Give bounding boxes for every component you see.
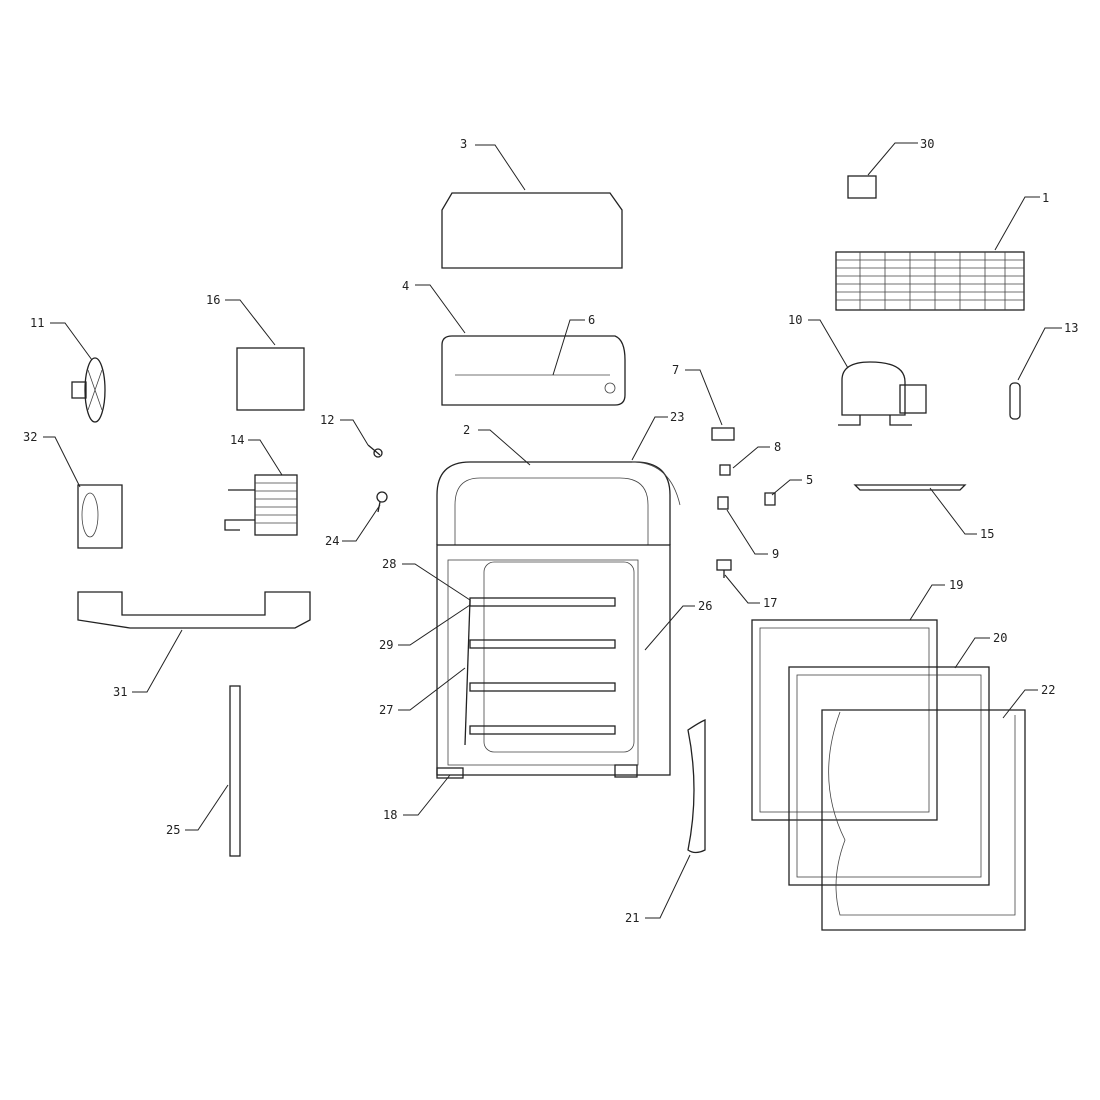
part-18-hinge	[436, 764, 638, 779]
part-2-cabinet-frame	[436, 461, 681, 776]
callout-17: 17	[763, 596, 777, 610]
callout-20: 20	[993, 631, 1007, 645]
callout-27: 27	[379, 703, 393, 717]
part-5-bracket	[764, 492, 776, 506]
part-4-control-panel	[441, 335, 626, 406]
callout-16: 16	[206, 293, 220, 307]
part-17-lamp	[716, 559, 732, 578]
part-9-bracket	[717, 496, 729, 510]
part-16-panel	[236, 347, 305, 411]
callout-29: 29	[379, 638, 393, 652]
callout-8: 8	[774, 440, 781, 454]
callout-14: 14	[230, 433, 244, 447]
callout-3: 3	[460, 137, 467, 151]
part-8-clip	[719, 464, 731, 476]
part-1-wire-condenser	[835, 251, 1025, 311]
part-32-bracket	[77, 484, 123, 549]
part-3-top-cover	[441, 192, 623, 269]
callout-19: 19	[949, 578, 963, 592]
callout-21: 21	[625, 911, 639, 925]
callout-25: 25	[166, 823, 180, 837]
callout-5: 5	[806, 473, 813, 487]
callout-4: 4	[402, 279, 409, 293]
callout-12: 12	[320, 413, 334, 427]
callout-9: 9	[772, 547, 779, 561]
part-15-plate	[853, 484, 967, 491]
part-21-handle	[687, 719, 706, 854]
callout-22: 22	[1041, 683, 1055, 697]
callout-23: 23	[670, 410, 684, 424]
part-7-thermostat	[711, 427, 735, 441]
callout-7: 7	[672, 363, 679, 377]
callout-10: 10	[788, 313, 802, 327]
callout-18: 18	[383, 808, 397, 822]
callout-32: 32	[23, 430, 37, 444]
callout-2: 2	[463, 423, 470, 437]
callout-1: 1	[1042, 191, 1049, 205]
part-20-door-frame	[788, 666, 990, 886]
part-10-compressor	[838, 361, 927, 426]
callout-15: 15	[980, 527, 994, 541]
part-19-door-gasket	[751, 619, 938, 821]
part-25-strip	[229, 685, 241, 857]
part-24-ring	[376, 491, 388, 513]
callout-28: 28	[382, 557, 396, 571]
callout-11: 11	[30, 316, 44, 330]
leader-lines	[43, 142, 1062, 919]
callout-labels: 3 30 1 4 6 16 11 10 13 7 12 32 14 2 23 8…	[23, 137, 1078, 925]
shelves-27-28-29	[464, 597, 616, 746]
part-31-base-tray	[77, 591, 311, 629]
callout-24: 24	[325, 534, 339, 548]
callout-30: 30	[920, 137, 934, 151]
part-22-door	[821, 709, 1026, 931]
callout-31: 31	[113, 685, 127, 699]
callout-13: 13	[1064, 321, 1078, 335]
part-13-filter-drier	[1009, 382, 1021, 420]
callout-6: 6	[588, 313, 595, 327]
part-11-fan-motor	[71, 357, 106, 423]
callout-26: 26	[698, 599, 712, 613]
part-12-clip	[367, 444, 383, 458]
part-30-relay	[847, 175, 877, 199]
part-14-condenser	[224, 474, 298, 536]
